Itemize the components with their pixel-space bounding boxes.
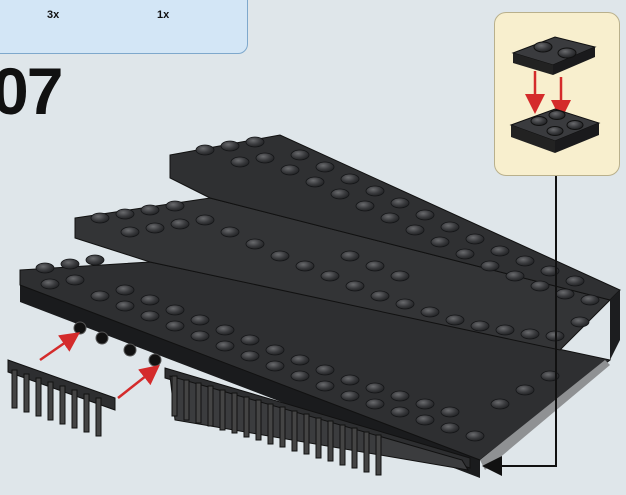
plate-right-edge [610,290,620,360]
technic-holes [73,321,162,367]
studs [35,136,600,442]
sub-build-callout [494,12,620,176]
step-number: 07 [0,54,63,128]
callout-leader-arrow [482,174,557,476]
red-arrow-right [117,364,160,399]
parts-list-box: 3x 1x [0,0,248,54]
comb-piece-loose [7,359,116,437]
callout-top-plate [511,36,597,75]
build-assembly [19,134,621,478]
part-quantity-2: 1x [157,9,170,21]
comb-teeth-attached [171,375,382,476]
callout-bottom-plate [509,108,601,153]
part-quantity-1: 3x [47,9,60,21]
underside-strip [480,360,610,470]
red-arrow-left [39,332,81,362]
